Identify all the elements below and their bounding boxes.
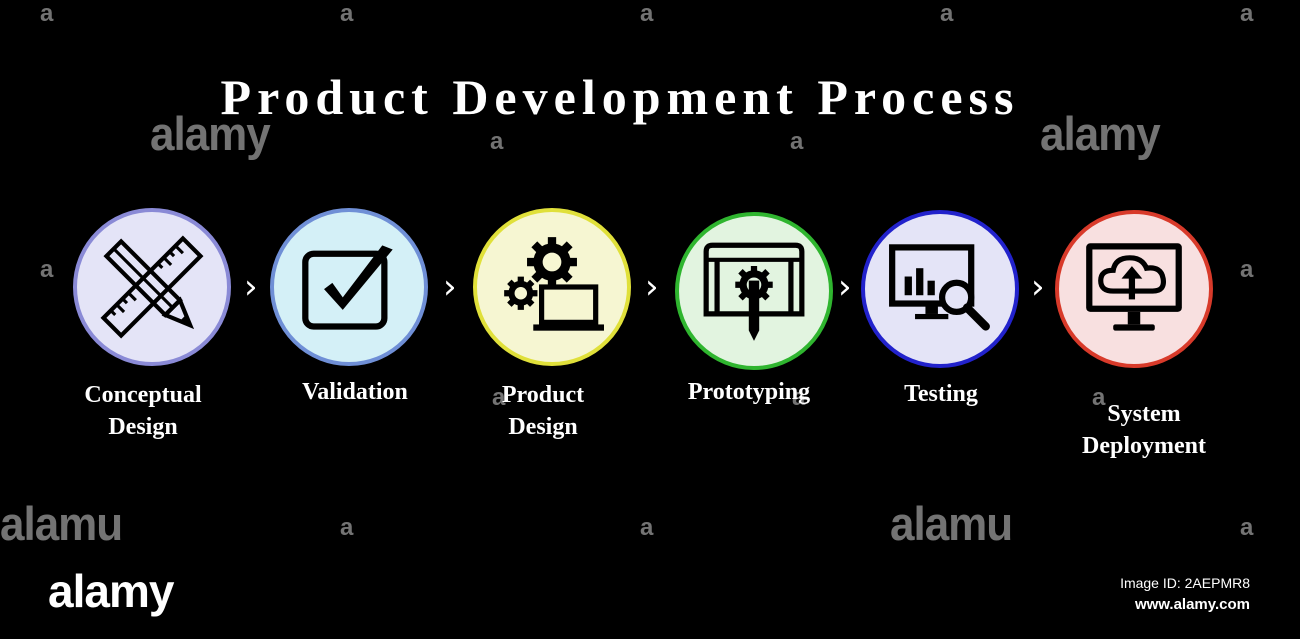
step-circle-conceptual-design [73, 208, 231, 366]
watermark-letter: a [940, 0, 954, 27]
watermark-word: alamy [1040, 108, 1161, 161]
watermark-word: alamu [890, 498, 1013, 551]
watermark-letter: a [792, 384, 806, 411]
image-info: Image ID: 2AEPMR8 www.alamy.com [1120, 572, 1250, 616]
watermark-letter: a [40, 256, 54, 283]
chevron-right-icon: › [645, 267, 659, 307]
watermark-word: alamy [150, 108, 271, 161]
watermark-letter: a [1092, 384, 1106, 411]
step-label-line: Design [108, 414, 178, 440]
watermark-word: alamu [0, 498, 123, 551]
chevron-right-icon: › [244, 267, 258, 307]
step-label-line: Conceptual [84, 382, 202, 408]
watermark-letter: a [340, 514, 354, 541]
step-label-line: Testing [904, 381, 978, 407]
site-url: www.alamy.com [1134, 596, 1250, 613]
step-circle-validation [270, 208, 428, 366]
watermark-letter: a [490, 128, 504, 155]
image-id: Image ID: 2AEPMR8 [1120, 575, 1250, 591]
step-label-line: Product [501, 382, 585, 408]
step-label-line: Deployment [1082, 433, 1206, 459]
step-label-conceptual-design: Conceptual Design [43, 379, 243, 443]
step-circle-testing [861, 210, 1019, 368]
chevron-right-icon: › [1031, 267, 1045, 307]
watermark-letter: a [790, 128, 804, 155]
step-label-prototyping: Prototyping [649, 376, 849, 408]
chevron-right-icon: › [443, 267, 457, 307]
watermark-letter: a [640, 514, 654, 541]
step-circle-system-deployment [1055, 210, 1213, 368]
step-label-testing: Testing [841, 378, 1041, 410]
watermark-letter: a [1240, 256, 1254, 283]
step-label-line: System [1107, 401, 1181, 427]
gears-laptop-icon [504, 237, 604, 331]
chevron-right-icon: › [838, 267, 852, 307]
watermark-letter: a [40, 0, 54, 27]
step-label-product-design: Product Design [443, 379, 643, 443]
step-label-system-deployment: System Deployment [1044, 398, 1244, 462]
step-label-line: Prototyping [687, 379, 811, 405]
monitor-cloud-upload-icon [1086, 243, 1182, 331]
step-label-validation: Validation [255, 376, 455, 408]
monitor-chart-magnifier-icon [889, 244, 990, 331]
step-circle-prototyping [675, 212, 833, 370]
brand-logo: alamy [48, 565, 174, 617]
step-label-line: Validation [302, 379, 408, 405]
diagram-title: Product Development Process [220, 69, 1020, 125]
blueprint-gear-pencil-icon [703, 242, 805, 341]
watermark-letter: a [1240, 0, 1254, 27]
pencil-ruler-icon [100, 235, 204, 339]
watermark-letter: a [1240, 514, 1254, 541]
step-circle-product-design [473, 208, 631, 366]
watermark-letter: a [340, 0, 354, 27]
checkbox-checked-icon [302, 245, 393, 330]
step-label-line: Design [508, 414, 578, 440]
watermark-letter: a [492, 384, 506, 411]
watermark-letter: a [640, 0, 654, 27]
